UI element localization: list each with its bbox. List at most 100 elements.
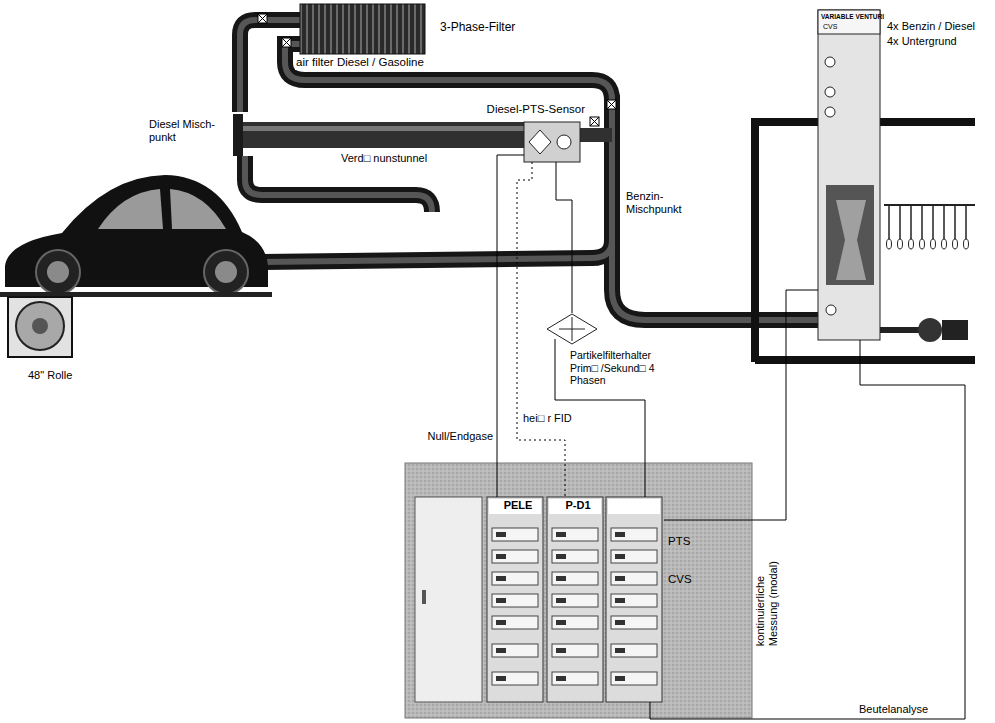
rack-cabinet: [547, 497, 603, 702]
instrument-unit: [552, 572, 598, 585]
sensor-gauge: [557, 135, 571, 149]
gauge: [825, 107, 835, 117]
valve-symbol: [590, 117, 599, 126]
signal-line: [664, 290, 818, 520]
tunnel-highlight: [240, 126, 524, 131]
instrument-display: [496, 620, 506, 625]
instrument-unit: [492, 672, 538, 685]
filter-holder: Partikelfilterhalter Prim□ /Sekund□ 4 Ph…: [546, 313, 598, 345]
rack-door: [415, 497, 482, 702]
instrument-display: [615, 532, 625, 537]
valve-symbol: [282, 38, 291, 47]
wheel-rim: [47, 261, 69, 283]
analyser-cabinet: PTSCVS: [606, 497, 664, 702]
node-sublabel: CVS: [823, 23, 837, 31]
door-handle: [422, 590, 426, 604]
node-label: 3-Phase-Filter: [440, 20, 515, 34]
blower-motor: [942, 320, 968, 340]
valve-body: [607, 100, 616, 109]
bag-tip: [920, 239, 925, 249]
annotation-label: Beutelanalyse: [858, 703, 929, 716]
pipe-highlight: [612, 95, 818, 320]
valve-cross: [607, 100, 616, 109]
dilution-tunnel: [240, 122, 524, 148]
air-filter: [300, 4, 425, 54]
valve-cross: [282, 38, 291, 47]
sample-bag: [942, 205, 947, 249]
instrument-unit: [611, 672, 657, 685]
instrument-display: [496, 576, 506, 581]
instrument-display: [615, 648, 625, 653]
cabinet-frame: [487, 497, 543, 702]
instrument-display: [496, 648, 506, 653]
sample-bag: [931, 205, 936, 249]
instrument-display: [496, 676, 506, 681]
instrument-display: [556, 648, 566, 653]
node-label: PTS: [668, 535, 690, 549]
sensor-box: Diesel-PTS-Sensor: [524, 122, 580, 162]
bag-tip: [898, 239, 903, 249]
roller-pit: [8, 297, 72, 357]
bag-line: [910, 205, 912, 240]
bag-tip: [931, 239, 936, 249]
exhaust-pipe: [612, 95, 818, 320]
diamond-outline: [546, 313, 598, 345]
instrument-unit: [492, 528, 538, 541]
annotation-label: 4x Untergrund: [886, 35, 958, 48]
bag-line: [954, 205, 956, 240]
sample-bag: [920, 205, 925, 249]
gauge: [825, 57, 835, 67]
blower-duct: [880, 327, 920, 333]
venturi-housing: [826, 185, 874, 285]
blower: [918, 318, 942, 342]
annotation-label: hei□ r FID: [522, 412, 573, 425]
instrument-unit: [552, 644, 598, 657]
sample-bag: [953, 205, 958, 249]
cabinet-header: [608, 499, 660, 514]
valve-body: [282, 38, 291, 47]
instrument-unit: [492, 594, 538, 607]
instrument-display: [556, 620, 566, 625]
car-wheel: [204, 250, 248, 294]
instrument-unit: [552, 616, 598, 629]
sample-bag: [887, 205, 892, 249]
valve-cross: [258, 14, 267, 23]
node-label: VARIABLE VENTURI: [818, 13, 887, 21]
signal-line: [556, 162, 572, 313]
filter-holder-lines: [559, 317, 585, 341]
pts-sensor-body: [524, 122, 580, 162]
instrument-display: [496, 532, 506, 537]
roller-hub: [32, 318, 48, 334]
pipes: [240, 20, 818, 320]
sample-bag: [909, 205, 914, 249]
analyser-cabinet: PELE: [487, 497, 549, 702]
instrument-unit: [611, 572, 657, 585]
signal-line: [497, 155, 524, 497]
annotation-label: 4x Benzin / Diesel: [886, 20, 976, 33]
car-window: [170, 189, 226, 229]
node-label: PELE: [487, 499, 549, 512]
car-wheel: [36, 250, 80, 294]
instrument-display: [556, 576, 566, 581]
instrument-display: [615, 576, 625, 581]
instrument-display: [556, 676, 566, 681]
rack-cabinet: [487, 497, 543, 702]
instrument-display: [615, 620, 625, 625]
analyser-cabinets: [487, 497, 662, 702]
bag-tip: [942, 239, 947, 249]
sample-bag: [964, 205, 969, 249]
wheel-rim: [215, 261, 237, 283]
instrument-display: [615, 676, 625, 681]
instrument-unit: [492, 572, 538, 585]
roller-dyno: 48" Rolle: [8, 297, 72, 357]
filter-box: 3-Phase-Filter: [300, 4, 425, 54]
sample-bags: [887, 205, 969, 249]
instrument-display: [496, 598, 506, 603]
sample-bag: [898, 205, 903, 249]
node-sublabel: CVS: [668, 573, 692, 587]
node-label: Diesel-PTS-Sensor: [487, 103, 585, 117]
sensor-symbol: [529, 130, 551, 154]
annotation-label: kontinuierliche Messung (modal): [754, 553, 780, 647]
exhaust-pipe: [262, 240, 612, 262]
rack-cabinet: [606, 497, 662, 702]
